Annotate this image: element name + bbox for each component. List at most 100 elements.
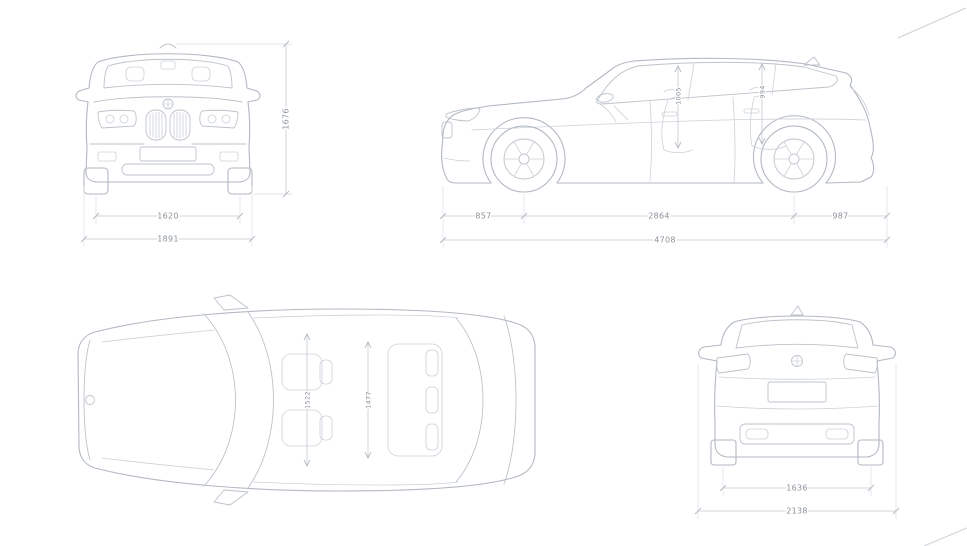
rear-headrest (425, 386, 439, 414)
dim-arrows (674, 64, 682, 150)
roof-side-lines (253, 314, 459, 486)
headlight-right-lens (207, 114, 217, 124)
rear-bench (387, 343, 443, 457)
lower-intake (121, 163, 215, 176)
front-rim (503, 138, 545, 180)
dim-headroom-rear: 994 (759, 85, 767, 98)
front-view: 1620 1891 1676 (75, 40, 292, 246)
bmw-roundel-cross (162, 98, 174, 110)
front-hub (518, 153, 530, 165)
dim-overall-length: 4708 (654, 236, 676, 245)
dim-arrows (364, 340, 372, 460)
dim-ticks (80, 235, 256, 243)
dim-interior-width-rear: 1477 (365, 391, 373, 409)
headlight-left-lens (105, 114, 115, 124)
roof-antenna-icon (159, 43, 177, 49)
top-dimensions: 1522 1477 (302, 332, 374, 468)
b-pillar (687, 63, 695, 101)
dim-front-overhang: 857 (475, 212, 491, 221)
front-wheel-right (227, 167, 253, 195)
dim-front-height: 1676 (282, 108, 291, 130)
steering-wheel (599, 103, 629, 123)
headlight-left (97, 109, 137, 129)
hood-creases (101, 329, 215, 471)
door-handle-front (661, 111, 678, 117)
dim-ticks (439, 236, 891, 244)
rear-wheel-right (857, 439, 884, 466)
dim-headroom-front: 1005 (675, 87, 683, 105)
dim-ticks (282, 40, 290, 198)
dim-wheelbase: 2864 (648, 212, 670, 221)
hood-line (93, 96, 243, 103)
side-headlight (445, 107, 481, 122)
taillight-right (843, 353, 879, 374)
kidney-grille-right (169, 109, 191, 141)
shark-fin-antenna-icon (803, 56, 821, 66)
mirror-top (213, 294, 249, 311)
dim-arrows (303, 332, 311, 468)
front-dimensions: 1620 1891 1676 (80, 40, 292, 246)
dim-ticks (92, 212, 244, 220)
rear-light-line (849, 86, 870, 116)
exhaust-right (825, 428, 849, 440)
diffuser (739, 423, 855, 445)
rear-view: 1636 2138 (694, 305, 900, 519)
kidney-grille-left (145, 109, 167, 141)
seat-front-left-headrest (319, 359, 333, 385)
taillight-left (715, 353, 751, 374)
rear-tire (760, 125, 828, 193)
c-pillar (771, 62, 777, 96)
rear-headrest (425, 349, 439, 377)
extension-lines (83, 43, 292, 246)
seat-front (661, 89, 693, 154)
mirror-bottom (213, 489, 249, 506)
front-body-outline (75, 53, 261, 183)
dim-width-incl-mirrors: 2138 (786, 507, 808, 516)
side-view: 1005 994 857 2864 987 4708 (439, 56, 891, 248)
license-plate (139, 146, 197, 162)
side-mirror (595, 93, 614, 103)
glasshouse (596, 61, 838, 105)
side-dimensions: 857 2864 987 4708 (439, 186, 891, 248)
dim-interior-width-front: 1522 (304, 391, 312, 409)
seat-front-right (281, 409, 323, 447)
rear-dimensions: 1636 2138 (694, 364, 900, 519)
seat-front-right-headrest (319, 415, 333, 441)
top-body-outline (77, 308, 536, 492)
front-headrest-right (191, 66, 211, 82)
bumper-seam (715, 405, 879, 410)
rear-headrest (425, 423, 439, 451)
roof-fin-antenna-icon (790, 305, 804, 316)
windshield-cowl-arc (203, 313, 236, 487)
side-headroom-dimensions: 1005 994 (673, 62, 768, 150)
rear-body-outline (698, 315, 896, 458)
rearview-mirror (160, 60, 176, 70)
bmw-roundel-icon (85, 395, 95, 405)
front-tire (490, 125, 558, 193)
door-seams (649, 96, 736, 183)
rear-wheel-left (710, 439, 737, 466)
seat-rear (749, 87, 787, 150)
headlight-left-lens (119, 114, 129, 124)
side-intake-left (97, 151, 117, 162)
decorative-line-top-right (897, 7, 967, 39)
rear-rim (773, 138, 815, 180)
hatch-arc (503, 315, 517, 485)
extension-lines (697, 364, 897, 519)
front-bumper-line (83, 339, 91, 461)
side-body-outline (441, 57, 875, 184)
front-wheel-spokes (504, 142, 544, 176)
dim-front-track: 1620 (157, 212, 179, 221)
rear-wheel-spokes (774, 142, 814, 176)
bmw-roundel-cross (791, 355, 803, 367)
side-intake-right (219, 151, 239, 162)
front-wheel-left (83, 167, 109, 195)
rear-hub (788, 153, 800, 165)
dim-ticks (719, 484, 875, 492)
dim-ticks (439, 212, 891, 220)
decorative-line-bottom-right (923, 527, 967, 546)
dim-rear-overhang: 987 (832, 212, 848, 221)
license-plate (767, 381, 827, 403)
